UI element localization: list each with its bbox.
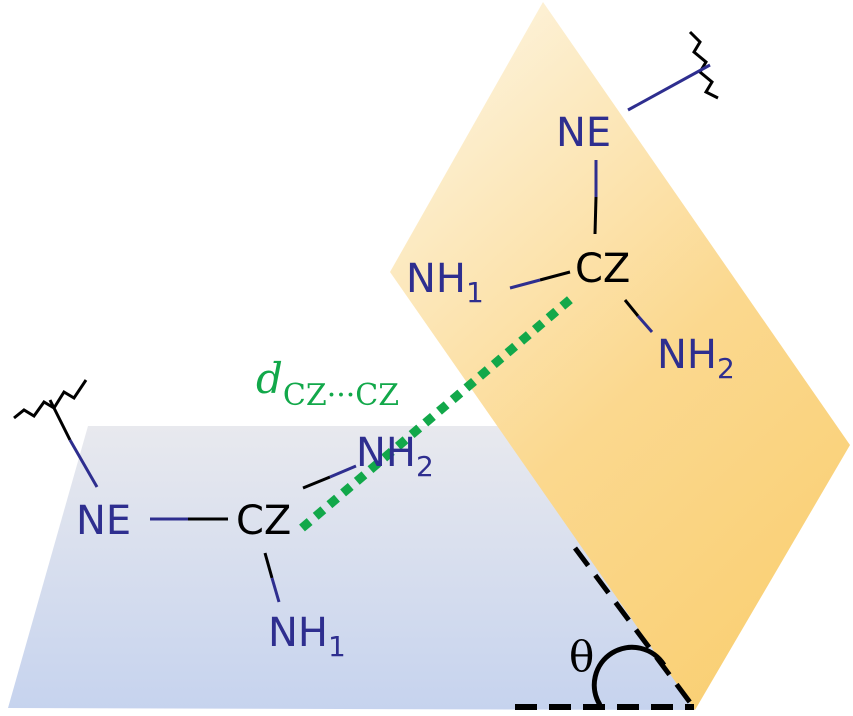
blue-plane (8, 426, 695, 710)
upper-nh2-sub: 2 (717, 352, 735, 385)
angle-theta-label: θ (569, 632, 594, 681)
upper-cz-nh2-bond-black (623, 299, 640, 317)
upper-nh2-label: NH (657, 332, 717, 378)
lower-cz-nh2-bond-black (302, 475, 331, 490)
upper-nh1-atom: NH1 (406, 256, 484, 309)
distance-symbol: d (256, 354, 283, 403)
upper-chain-bond (627, 63, 711, 112)
lower-chain-bond-black (48, 399, 72, 441)
lower-cz-nh1-bond-blue (270, 577, 281, 603)
upper-nh1-label: NH (406, 256, 466, 302)
distance-subscript: CZ···CZ (283, 378, 399, 413)
upper-cz-nh2-bond-blue (636, 315, 654, 333)
upper-cz-nh1-bond-black (539, 270, 571, 282)
lower-cz-atom: CZ (236, 498, 291, 544)
upper-squiggle (688, 30, 719, 100)
lower-nh2-label: NH (356, 430, 416, 476)
upper-nh1-sub: 1 (466, 276, 484, 309)
lower-chain-bond-blue (68, 439, 99, 488)
cz-cz-distance-line (299, 293, 576, 532)
lower-nh1-label: NH (268, 610, 328, 656)
upper-ne-atom: NE (556, 110, 611, 156)
lower-cz-nh2-bond-blue (329, 464, 357, 479)
lower-ne-atom: NE (76, 498, 131, 544)
angle-arc (591, 644, 667, 707)
lower-nh2-sub: 2 (416, 450, 434, 483)
lower-nh2-atom: NH2 (356, 430, 434, 483)
lower-nh1-sub: 1 (328, 630, 346, 663)
upper-cz-nh1-bond-blue (509, 278, 541, 290)
distance-label: dCZ···CZ (256, 354, 399, 413)
lower-squiggle (13, 379, 88, 420)
upper-nh2-atom: NH2 (657, 332, 735, 385)
upper-ne-cz-bond-black (593, 196, 598, 235)
orange-plane (390, 2, 850, 710)
upper-cz-atom: CZ (575, 246, 630, 292)
lower-nh1-atom: NH1 (268, 610, 346, 663)
lower-cz-nh1-bond-black (263, 552, 274, 579)
